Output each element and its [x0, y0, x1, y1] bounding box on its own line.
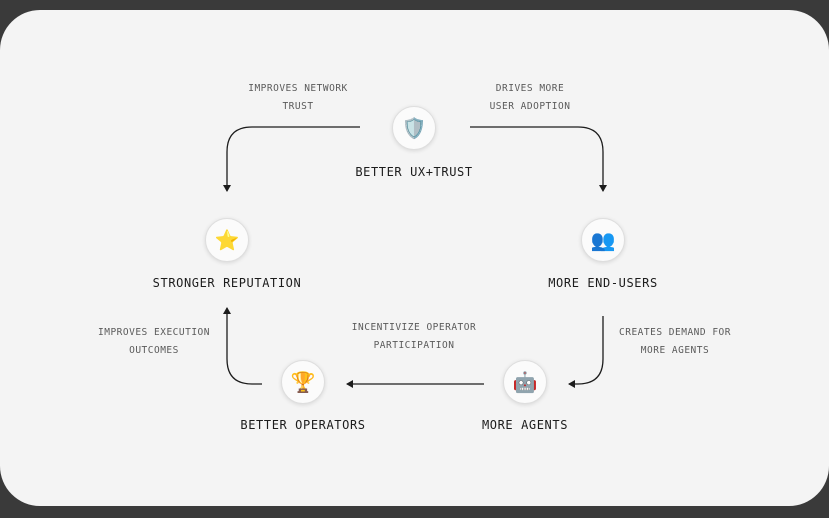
arrow-trust-to-users	[470, 126, 607, 192]
star-glyph: ⭐	[214, 228, 240, 252]
edge-label-line: IMPROVES NETWORK	[248, 83, 348, 94]
shield-glyph: 🛡️	[401, 116, 427, 140]
users-glyph: 👥	[590, 228, 616, 252]
node-label-agents: MORE AGENTS	[481, 418, 569, 432]
edge-label-line: DRIVES MORE	[495, 83, 565, 94]
arrow-trust-to-reputation	[223, 126, 360, 192]
flow-arrows	[223, 126, 607, 388]
arrow-operators-to-reputation	[223, 307, 262, 385]
edge-label-line: INCENTIVIZE OPERATOR	[351, 322, 477, 333]
node-label-reputation: STRONGER REPUTATION	[152, 276, 302, 290]
edge-label-operators-to-reputation: IMPROVES EXECUTION OUTCOMES	[98, 324, 210, 360]
edge-label-line: CREATES DEMAND FOR	[619, 327, 731, 338]
node-label-trust: BETTER UX+TRUST	[355, 165, 473, 179]
trophy-icon: 🏆	[281, 360, 325, 404]
edge-label-line: PARTICIPATION	[373, 340, 455, 351]
edge-label-line: USER ADOPTION	[489, 101, 571, 112]
robot-glyph: 🤖	[512, 370, 538, 394]
robot-icon: 🤖	[503, 360, 547, 404]
node-label-operators: BETTER OPERATORS	[240, 418, 366, 432]
users-icon: 👥	[581, 218, 625, 262]
node-label-users: MORE END-USERS	[548, 276, 658, 290]
edge-label-trust-to-reputation: IMPROVES NETWORK TRUST	[248, 80, 348, 116]
edge-label-line: OUTCOMES	[129, 345, 179, 356]
edge-label-line: TRUST	[282, 101, 314, 112]
trophy-glyph: 🏆	[290, 370, 316, 394]
shield-icon: 🛡️	[392, 106, 436, 150]
diagram-card: 🛡️ BETTER UX+TRUST 👥 MORE END-USERS 🤖 MO…	[0, 10, 829, 506]
edge-label-line: MORE AGENTS	[640, 345, 710, 356]
star-icon: ⭐	[205, 218, 249, 262]
edge-label-agents-to-operators: INCENTIVIZE OPERATOR PARTICIPATION	[352, 319, 476, 355]
edge-label-line: IMPROVES EXECUTION	[98, 327, 210, 338]
edge-label-trust-to-users: DRIVES MORE USER ADOPTION	[490, 80, 571, 116]
arrow-users-to-agents	[568, 316, 604, 388]
edge-label-users-to-agents: CREATES DEMAND FOR MORE AGENTS	[619, 324, 731, 360]
